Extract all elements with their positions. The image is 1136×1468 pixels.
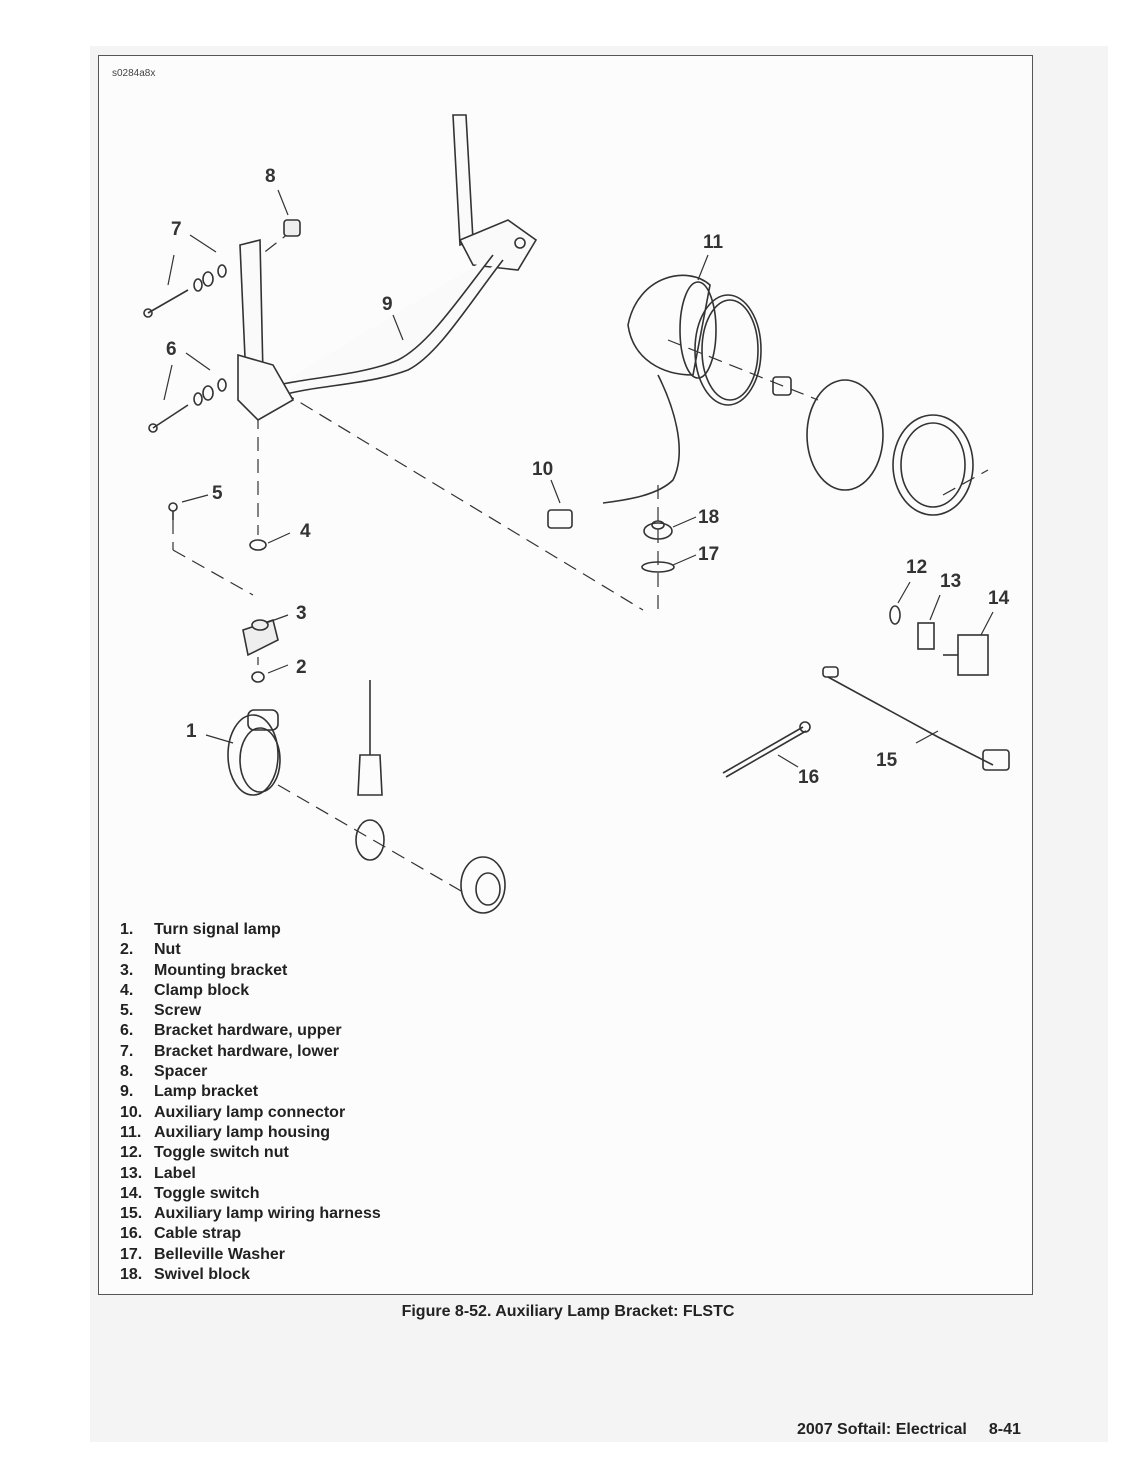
legend-item: 4.Clamp block	[120, 981, 250, 999]
legend-item: 13.Label	[120, 1164, 196, 1182]
legend-item: 18.Swivel block	[120, 1266, 251, 1284]
mounting-bracket	[242, 618, 279, 657]
leader-lines	[163, 189, 994, 768]
callout-5: 5	[212, 483, 223, 504]
footer-title: 2007 Softail: Electrical	[797, 1421, 967, 1438]
belleville-washer	[641, 561, 675, 573]
exploded-diagram: 1 2 3 4 5 6 7 8 9 10 11 12 13 14 15 16 1…	[143, 114, 1010, 914]
figure-caption: Figure 8-52. Auxiliary Lamp Bracket: FLS…	[401, 1303, 735, 1320]
legend-item: 14.Toggle switch	[120, 1184, 260, 1202]
callout-16: 16	[798, 767, 819, 788]
callout-1: 1	[186, 721, 197, 742]
callout-4: 4	[300, 521, 311, 542]
toggle-switch	[943, 634, 989, 676]
assembly-lines	[172, 229, 989, 896]
legend-item: 12.Toggle switch nut	[120, 1144, 289, 1162]
callout-9: 9	[382, 294, 393, 315]
callout-3: 3	[296, 603, 307, 624]
callout-8: 8	[265, 166, 276, 187]
wiring-harness	[822, 666, 1010, 771]
callout-15: 15	[876, 750, 898, 771]
callout-17: 17	[698, 544, 719, 565]
legend-item: 16.Cable strap	[120, 1225, 242, 1243]
legend-item: 10.Auxiliary lamp connector	[120, 1103, 346, 1121]
callout-7: 7	[171, 219, 182, 240]
cable-strap	[722, 721, 811, 778]
clamp-block	[249, 539, 267, 551]
nut	[251, 671, 265, 683]
figure-id: s0284a8x	[112, 68, 156, 79]
page-footer: 2007 Softail: Electrical 8-41	[797, 1421, 1021, 1439]
callout-14: 14	[988, 588, 1010, 609]
legend-item: 6.Bracket hardware, upper	[120, 1022, 342, 1040]
callout-12: 12	[906, 557, 927, 578]
callout-labels: 1 2 3 4 5 6 7 8 9 10 11 12 13 14 15 16 1…	[166, 166, 1010, 788]
auxiliary-lamp-connector	[547, 509, 573, 529]
spacer	[283, 219, 301, 237]
legend-item: 15.Auxiliary lamp wiring harness	[120, 1205, 381, 1223]
legend-item: 7.Bracket hardware, lower	[120, 1042, 339, 1060]
lamp-bracket	[237, 114, 538, 421]
parts-legend: 1.Turn signal lamp 2.Nut 3.Mounting brac…	[120, 920, 381, 1285]
callout-2: 2	[296, 657, 307, 678]
callout-11: 11	[703, 232, 724, 253]
callout-10: 10	[532, 459, 553, 480]
toggle-switch-nut	[889, 605, 901, 625]
label-plate	[917, 622, 935, 650]
callout-13: 13	[940, 571, 961, 592]
screw	[168, 502, 178, 520]
bracket-hardware-upper	[148, 378, 227, 433]
legend-item: 9.Lamp bracket	[120, 1083, 259, 1101]
legend-item: 8.Spacer	[120, 1063, 208, 1081]
legend-item: 11.Auxiliary lamp housing	[120, 1123, 331, 1141]
legend-item: 1.Turn signal lamp	[120, 921, 281, 938]
legend-item: 5.Screw	[120, 1002, 202, 1020]
bracket-hardware-lower	[143, 264, 227, 318]
callout-18: 18	[698, 507, 719, 528]
swivel-block	[643, 520, 673, 540]
page-number: 8-41	[988, 1421, 1021, 1438]
turn-signal-lamp	[227, 680, 506, 914]
callout-6: 6	[166, 339, 177, 360]
legend-item: 3.Mounting bracket	[120, 961, 288, 979]
legend-item: 17.Belleville Washer	[120, 1245, 286, 1263]
auxiliary-lamp-housing	[602, 274, 974, 516]
legend-item: 2.Nut	[120, 941, 181, 959]
